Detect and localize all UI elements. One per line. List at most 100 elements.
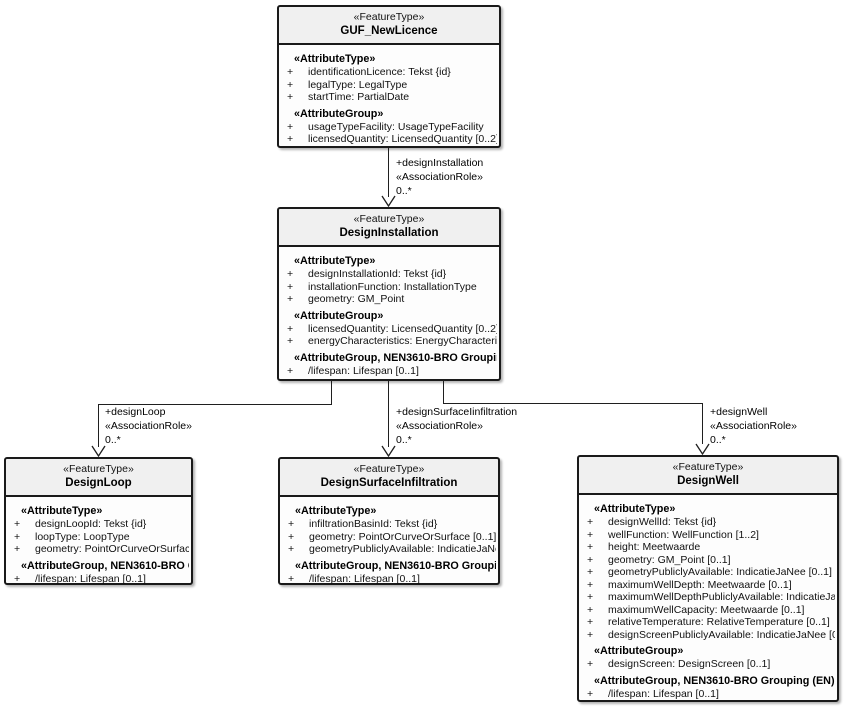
class-box-designsurfaceinfiltration[interactable]: «FeatureType» DesignSurfaceInfiltration … (278, 457, 500, 585)
attribute-row: +startTime: PartialDate (281, 91, 497, 104)
connector-designsurfaceinfiltration-label: +designSurfaceIinfiltration «Association… (396, 405, 517, 447)
attribute-text: designScreen: DesignScreen [0..1] (608, 658, 771, 670)
class-attribute-compartment: «AttributeType»+identificationLicence: T… (279, 45, 499, 148)
attribute-text: geometry: GM_Point (308, 293, 405, 305)
visibility-marker: + (287, 335, 294, 347)
attribute-row: + /lifespan: Lifespan [0..1] (581, 688, 835, 701)
visibility-marker: + (587, 578, 594, 591)
attribute-text: maximumWellDepth: Meetwaarde [0..1] (608, 578, 792, 591)
attribute-text: /lifespan: Lifespan [0..1] (608, 687, 719, 700)
visibility-marker: + (288, 530, 295, 543)
connector-designwell-line (443, 403, 703, 404)
attribute-row: +loopType: LoopType (8, 531, 189, 544)
connector-designwell-label: +designWell «AssociationRole» 0..* (710, 405, 797, 447)
visibility-marker: + (587, 591, 594, 603)
visibility-marker: + (14, 572, 21, 585)
attribute-text: identificationLicence: Tekst {id} (308, 66, 451, 78)
attribute-text: designScreenPubliclyAvailable: Indicatie… (608, 628, 835, 641)
visibility-marker: + (288, 518, 295, 530)
class-header: «FeatureType» DesignLoop (6, 459, 191, 497)
visibility-marker: + (587, 516, 594, 528)
visibility-marker: + (587, 628, 594, 641)
class-name: DesignLoop (65, 477, 132, 489)
class-attribute-compartment: «AttributeType»+designLoopId: Tekst {id}… (6, 497, 191, 587)
attribute-row: +identificationLicence: Tekst {id} (281, 66, 497, 79)
class-attribute-compartment: «AttributeType»+infiltrationBasinId: Tek… (280, 497, 498, 587)
attribute-row: +designInstallationId: Tekst {id} (281, 268, 497, 281)
class-box-guf-newlicence[interactable]: «FeatureType» GUF_NewLicence «AttributeT… (277, 5, 501, 148)
class-header: «FeatureType» DesignInstallation (279, 209, 499, 247)
association-stereotype: «AssociationRole» (710, 420, 797, 432)
section-heading: «AttributeGroup, NEN3610-BRO Groupin... (21, 559, 189, 572)
section-heading: «AttributeGroup, NEN3610-BRO Grouping (E… (295, 559, 496, 572)
visibility-marker: + (287, 120, 294, 133)
attribute-text: loopType: LoopType (35, 530, 130, 543)
visibility-marker: + (587, 658, 594, 670)
visibility-marker: + (587, 528, 594, 541)
class-name: DesignWell (677, 475, 739, 487)
visibility-marker: + (287, 364, 294, 377)
visibility-marker: + (587, 553, 594, 566)
visibility-marker: + (288, 572, 295, 585)
association-role-name: +designSurfaceIinfiltration (396, 406, 518, 418)
attribute-text: geometryPubliclyAvailable: IndicatieJaNe… (608, 566, 832, 578)
open-arrowhead-icon (381, 195, 396, 207)
attribute-text: /lifespan: Lifespan [0..1] (309, 572, 420, 585)
open-arrowhead-icon (381, 445, 396, 457)
visibility-marker: + (587, 687, 594, 700)
attribute-row: +relativeTemperature: RelativeTemperatur… (581, 616, 835, 629)
attribute-row: +energyCharacteristics: EnergyCharacteri… (281, 335, 497, 348)
visibility-marker: + (287, 293, 294, 305)
connector-designsurfaceinfiltration-line (388, 380, 389, 447)
attribute-row: + designWellId: Tekst {id} (581, 516, 835, 529)
attribute-row: +usageTypeFacility: UsageTypeFacility (281, 121, 497, 134)
attribute-row: + designScreenPubliclyAvailable: Indicati… (581, 629, 835, 642)
attribute-row: + geometryPubliclyAvailable: IndicatieJaN… (282, 543, 496, 556)
connector-designinstallation-line (388, 148, 389, 197)
section-heading: «AttributeGroup» (294, 107, 384, 120)
class-box-designinstallation[interactable]: «FeatureType» DesignInstallation «Attrib… (277, 207, 501, 381)
class-header: «FeatureType» DesignWell (579, 457, 837, 495)
attribute-row: +designLoopId: Tekst {id} (8, 518, 189, 531)
attribute-text: geometry: GM_Point [0..1] (608, 553, 731, 566)
attribute-text: geometry: PointOrCurveOrSurface [0..1] (35, 543, 189, 555)
class-box-designloop[interactable]: «FeatureType» DesignLoop «AttributeType»… (4, 457, 193, 585)
connector-designloop-label: +designLoop «AssociationRole» 0..* (105, 405, 192, 447)
visibility-marker: + (287, 78, 294, 91)
section-heading: «AttributeGroup» (594, 645, 684, 657)
class-name: DesignInstallation (339, 227, 439, 239)
attribute-text: startTime: PartialDate (308, 91, 410, 103)
class-stereotype: «FeatureType» (353, 11, 425, 23)
attribute-row: +/lifespan: Lifespan [0..1] (8, 573, 189, 586)
section-heading: «AttributeType» (295, 505, 377, 517)
section-heading: «AttributeType» (594, 503, 676, 515)
attribute-text: designWellId: Tekst {id} (608, 516, 717, 528)
attribute-row: + maximumWellDepth: Meetwaarde [0..1] (581, 579, 835, 592)
visibility-marker: + (587, 616, 594, 628)
visibility-marker: + (587, 603, 594, 616)
attribute-text: /lifespan: Lifespan [0..1] (308, 364, 419, 377)
class-header: «FeatureType» DesignSurfaceInfiltration (280, 459, 498, 497)
attribute-text: legalType: LegalType (308, 78, 408, 91)
attribute-row: + geometryPubliclyAvailable: IndicatieJaN… (581, 566, 835, 579)
attribute-row: + infiltrationBasinId: Tekst {id} (282, 518, 496, 531)
attribute-text: geometryPubliclyAvailable: IndicatieJaNe… (309, 543, 496, 555)
attribute-row: + geometry: GM_Point (281, 293, 497, 306)
class-stereotype: «FeatureType» (672, 461, 744, 473)
association-multiplicity: 0..* (710, 434, 726, 446)
visibility-marker: + (288, 543, 295, 555)
association-multiplicity: 0..* (396, 434, 412, 446)
class-name: GUF_NewLicence (340, 25, 438, 37)
attribute-text: infiltrationBasinId: Tekst {id} (309, 518, 438, 530)
connector-designloop-line (98, 404, 99, 447)
attribute-row: +geometry: PointOrCurveOrSurface [0..1] (8, 543, 189, 556)
association-multiplicity: 0..* (396, 185, 412, 197)
visibility-marker: + (287, 133, 294, 145)
connector-designinstallation-label: +designInstallation «AssociationRole» 0.… (396, 156, 483, 198)
class-attribute-compartment: «AttributeType»+designInstallationId: Te… (279, 247, 499, 379)
association-role-name: +designWell (710, 406, 768, 418)
section-heading: «AttributeGroup, NEN3610-BRO Grouping (E… (594, 674, 835, 687)
class-box-designwell[interactable]: «FeatureType» DesignWell «AttributeType»… (577, 455, 839, 702)
visibility-marker: + (587, 566, 594, 578)
